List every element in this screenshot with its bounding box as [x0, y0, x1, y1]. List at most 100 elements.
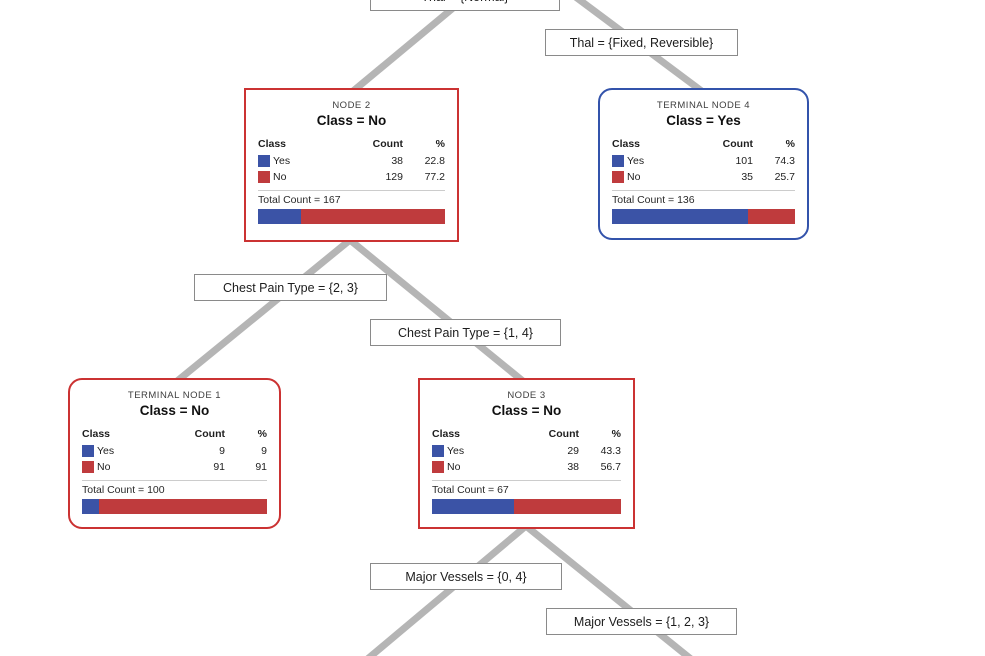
table-row: Yes 101 74.3	[612, 153, 795, 169]
edge-label-major-vessels-1-2-3: Major Vessels = {1, 2, 3}	[546, 608, 737, 635]
table-row: Yes 38 22.8	[258, 153, 445, 169]
row-pct: 25.7	[774, 171, 795, 183]
row-count: 38	[567, 461, 579, 473]
table-row: Yes 9 9	[82, 443, 267, 459]
divider	[258, 190, 445, 191]
connector-line	[573, 0, 706, 95]
edge-label-thal-normal: Thal = {Normal}	[370, 0, 560, 11]
row-pct: 74.3	[774, 155, 795, 167]
row-label: No	[447, 461, 461, 473]
class-distribution-bar	[612, 209, 795, 224]
row-pct: 22.8	[424, 155, 445, 167]
row-count: 38	[391, 155, 403, 167]
row-label: Yes	[273, 155, 291, 167]
class-yes-swatch	[82, 445, 94, 457]
divider	[432, 480, 621, 481]
class-table: Class Count % Yes 38 22.8 No 129 77.2	[258, 136, 445, 185]
header-count: Count	[194, 427, 225, 440]
table-header-row: Class Count %	[258, 136, 445, 151]
row-pct: 43.3	[600, 445, 621, 457]
node-class-label: Class = Yes	[666, 113, 741, 128]
node-class-label: Class = No	[491, 403, 562, 418]
class-yes-swatch	[432, 445, 444, 457]
row-count: 29	[567, 445, 579, 457]
edge-label-chest-pain-1-4: Chest Pain Type = {1, 4}	[370, 319, 561, 346]
table-row: No 129 77.2	[258, 169, 445, 185]
class-yes-swatch	[258, 155, 270, 167]
row-count: 9	[219, 445, 225, 457]
edge-label-chest-pain-2-3: Chest Pain Type = {2, 3}	[194, 274, 387, 301]
class-table: Class Count % Yes 101 74.3 No 35 25.7	[612, 136, 795, 185]
bar-yes-segment	[612, 209, 748, 224]
table-row: No 38 56.7	[432, 459, 621, 475]
connector-line	[347, 237, 527, 385]
table-row: No 91 91	[82, 459, 267, 475]
bar-yes-segment	[82, 499, 99, 514]
class-distribution-bar	[258, 209, 445, 224]
class-distribution-bar	[82, 499, 267, 514]
bar-no-segment	[98, 499, 267, 514]
node-title: TERMINAL NODE 4	[656, 100, 751, 111]
node-title: TERMINAL NODE 1	[127, 390, 222, 401]
terminal-node-4[interactable]: TERMINAL NODE 4 Class = Yes Class Count …	[598, 88, 809, 240]
table-header-row: Class Count %	[82, 426, 267, 441]
bar-no-segment	[300, 209, 445, 224]
header-pct: %	[435, 137, 445, 150]
total-count: Total Count = 100	[82, 484, 165, 496]
bar-no-segment	[513, 499, 621, 514]
row-label: No	[97, 461, 111, 473]
header-count: Count	[548, 427, 579, 440]
header-class: Class	[258, 137, 287, 150]
table-header-row: Class Count %	[432, 426, 621, 441]
edge-label-major-vessels-0-4: Major Vessels = {0, 4}	[370, 563, 562, 590]
header-pct: %	[611, 427, 621, 440]
row-count: 129	[385, 171, 403, 183]
class-table: Class Count % Yes 29 43.3 No 38 56.7	[432, 426, 621, 475]
header-count: Count	[722, 137, 753, 150]
bar-yes-segment	[258, 209, 301, 224]
class-distribution-bar	[432, 499, 621, 514]
header-class: Class	[612, 137, 641, 150]
connector-line	[349, 0, 469, 95]
row-count: 35	[741, 171, 753, 183]
node-class-label: Class = No	[139, 403, 210, 418]
bar-no-segment	[747, 209, 795, 224]
divider	[82, 480, 267, 481]
row-label: Yes	[97, 445, 115, 457]
terminal-node-1[interactable]: TERMINAL NODE 1 Class = No Class Count %…	[68, 378, 281, 529]
node-class-label: Class = No	[316, 113, 387, 128]
row-label: Yes	[447, 445, 465, 457]
divider	[612, 190, 795, 191]
class-table: Class Count % Yes 9 9 No 91 91	[82, 426, 267, 475]
connector-line	[365, 523, 529, 656]
class-no-swatch	[258, 171, 270, 183]
table-header-row: Class Count %	[612, 136, 795, 151]
header-pct: %	[257, 427, 267, 440]
row-pct: 56.7	[600, 461, 621, 473]
class-no-swatch	[432, 461, 444, 473]
row-pct: 77.2	[424, 171, 445, 183]
row-pct: 9	[261, 445, 267, 457]
header-count: Count	[372, 137, 403, 150]
connector-line	[173, 237, 353, 385]
node-title: NODE 2	[332, 100, 371, 111]
edge-label-thal-fixed-reversible: Thal = {Fixed, Reversible}	[545, 29, 738, 56]
table-row: Yes 29 43.3	[432, 443, 621, 459]
class-yes-swatch	[612, 155, 624, 167]
bar-yes-segment	[432, 499, 514, 514]
row-label: No	[273, 171, 287, 183]
total-count: Total Count = 167	[258, 194, 341, 206]
row-pct: 91	[255, 461, 267, 473]
row-label: No	[627, 171, 641, 183]
tree-node-3[interactable]: NODE 3 Class = No Class Count % Yes 29 4…	[418, 378, 635, 529]
table-row: No 35 25.7	[612, 169, 795, 185]
header-class: Class	[82, 427, 111, 440]
row-count: 101	[735, 155, 753, 167]
row-count: 91	[213, 461, 225, 473]
total-count: Total Count = 136	[612, 194, 695, 206]
tree-node-2[interactable]: NODE 2 Class = No Class Count % Yes 38 2…	[244, 88, 459, 242]
total-count: Total Count = 67	[432, 484, 509, 496]
class-no-swatch	[612, 171, 624, 183]
header-pct: %	[785, 137, 795, 150]
